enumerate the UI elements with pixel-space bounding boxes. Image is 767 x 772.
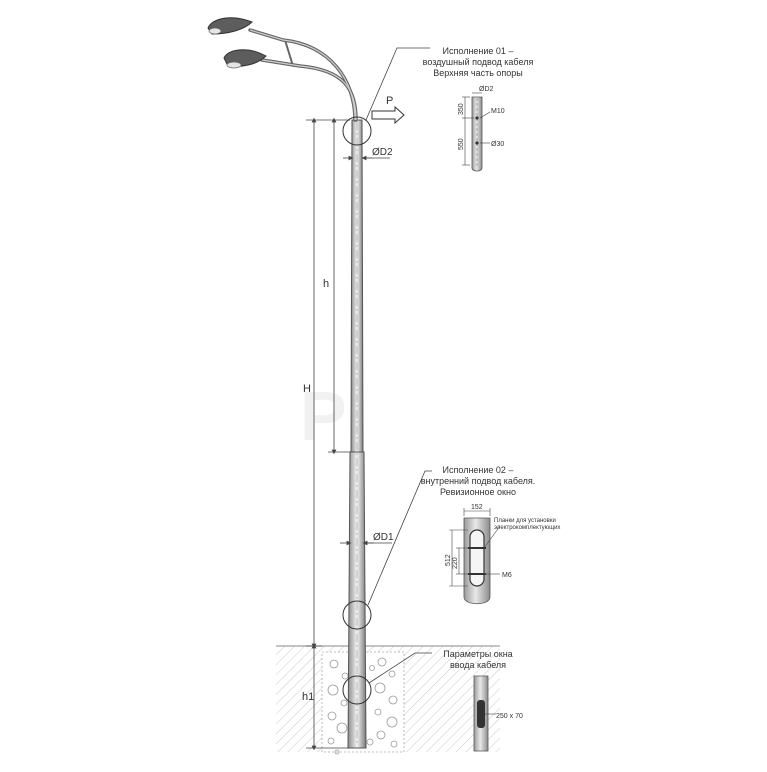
height-total-label: H [303, 383, 311, 395]
leader-lines [365, 47, 432, 684]
height-upper-label: h [323, 278, 329, 290]
svg-text:ввода кабеля: ввода кабеля [450, 660, 506, 670]
detail-middle: 152 Планки для установки электрокомплект… [445, 504, 560, 605]
svg-text:Исполнение 01 –: Исполнение 01 – [443, 46, 514, 56]
dimension-lines [306, 117, 392, 751]
callout-middle: Исполнение 02 – внутренний подвод кабеля… [421, 465, 536, 497]
detail-top-bolt: M10 [491, 108, 505, 115]
detail-middle-512: 512 [445, 554, 452, 566]
svg-text:внутренний подвод кабеля.: внутренний подвод кабеля. [421, 476, 536, 486]
pole [347, 119, 367, 749]
top-detail-circle [342, 116, 372, 146]
bracket-arms [248, 28, 358, 122]
load-label: P [386, 95, 393, 107]
svg-text:Ревизионное окно: Ревизионное окно [440, 487, 516, 497]
detail-top: ØD2 350 550 M10 Ø30 [458, 86, 505, 172]
luminaire-upper [207, 17, 253, 35]
detail-top-diameter: ØD2 [479, 86, 494, 93]
detail-top-550: 550 [458, 138, 465, 150]
detail-top-350: 350 [458, 103, 465, 115]
depth-label: h1 [302, 691, 314, 703]
callout-bottom: Параметры окна ввода кабеля [443, 649, 512, 670]
svg-text:Параметры окна: Параметры окна [443, 649, 512, 659]
callout-top: Исполнение 01 – воздушный подвод кабеля … [423, 46, 534, 78]
bottom-detail-circle [342, 675, 372, 705]
bottom-diameter-label: ØD1 [373, 532, 394, 543]
luminaire-lower [223, 49, 267, 69]
concrete-bubbles [327, 657, 398, 755]
svg-text:Верхняя часть опоры: Верхняя часть опоры [433, 68, 523, 78]
svg-text:Исполнение 02 –: Исполнение 02 – [443, 465, 514, 475]
svg-text:воздушный подвод кабеля: воздушный подвод кабеля [423, 57, 534, 67]
top-diameter-label: ØD2 [372, 147, 393, 158]
detail-bottom-size: 250 х 70 [496, 713, 523, 720]
detail-middle-bolt: M6 [502, 572, 512, 579]
detail-middle-plate-line1: Планки для установки [494, 518, 556, 524]
watermark: P [300, 377, 347, 455]
detail-middle-width: 152 [471, 504, 483, 511]
detail-middle-plate-line2: электрокомплектующих [494, 525, 560, 531]
detail-middle-220: 220 [452, 557, 459, 569]
load-arrow: P [371, 95, 405, 125]
bracket-arms-highlight [249, 29, 357, 121]
middle-detail-circle [342, 600, 372, 630]
detail-bottom: 250 х 70 [473, 675, 523, 752]
detail-top-hole: Ø30 [491, 141, 504, 148]
